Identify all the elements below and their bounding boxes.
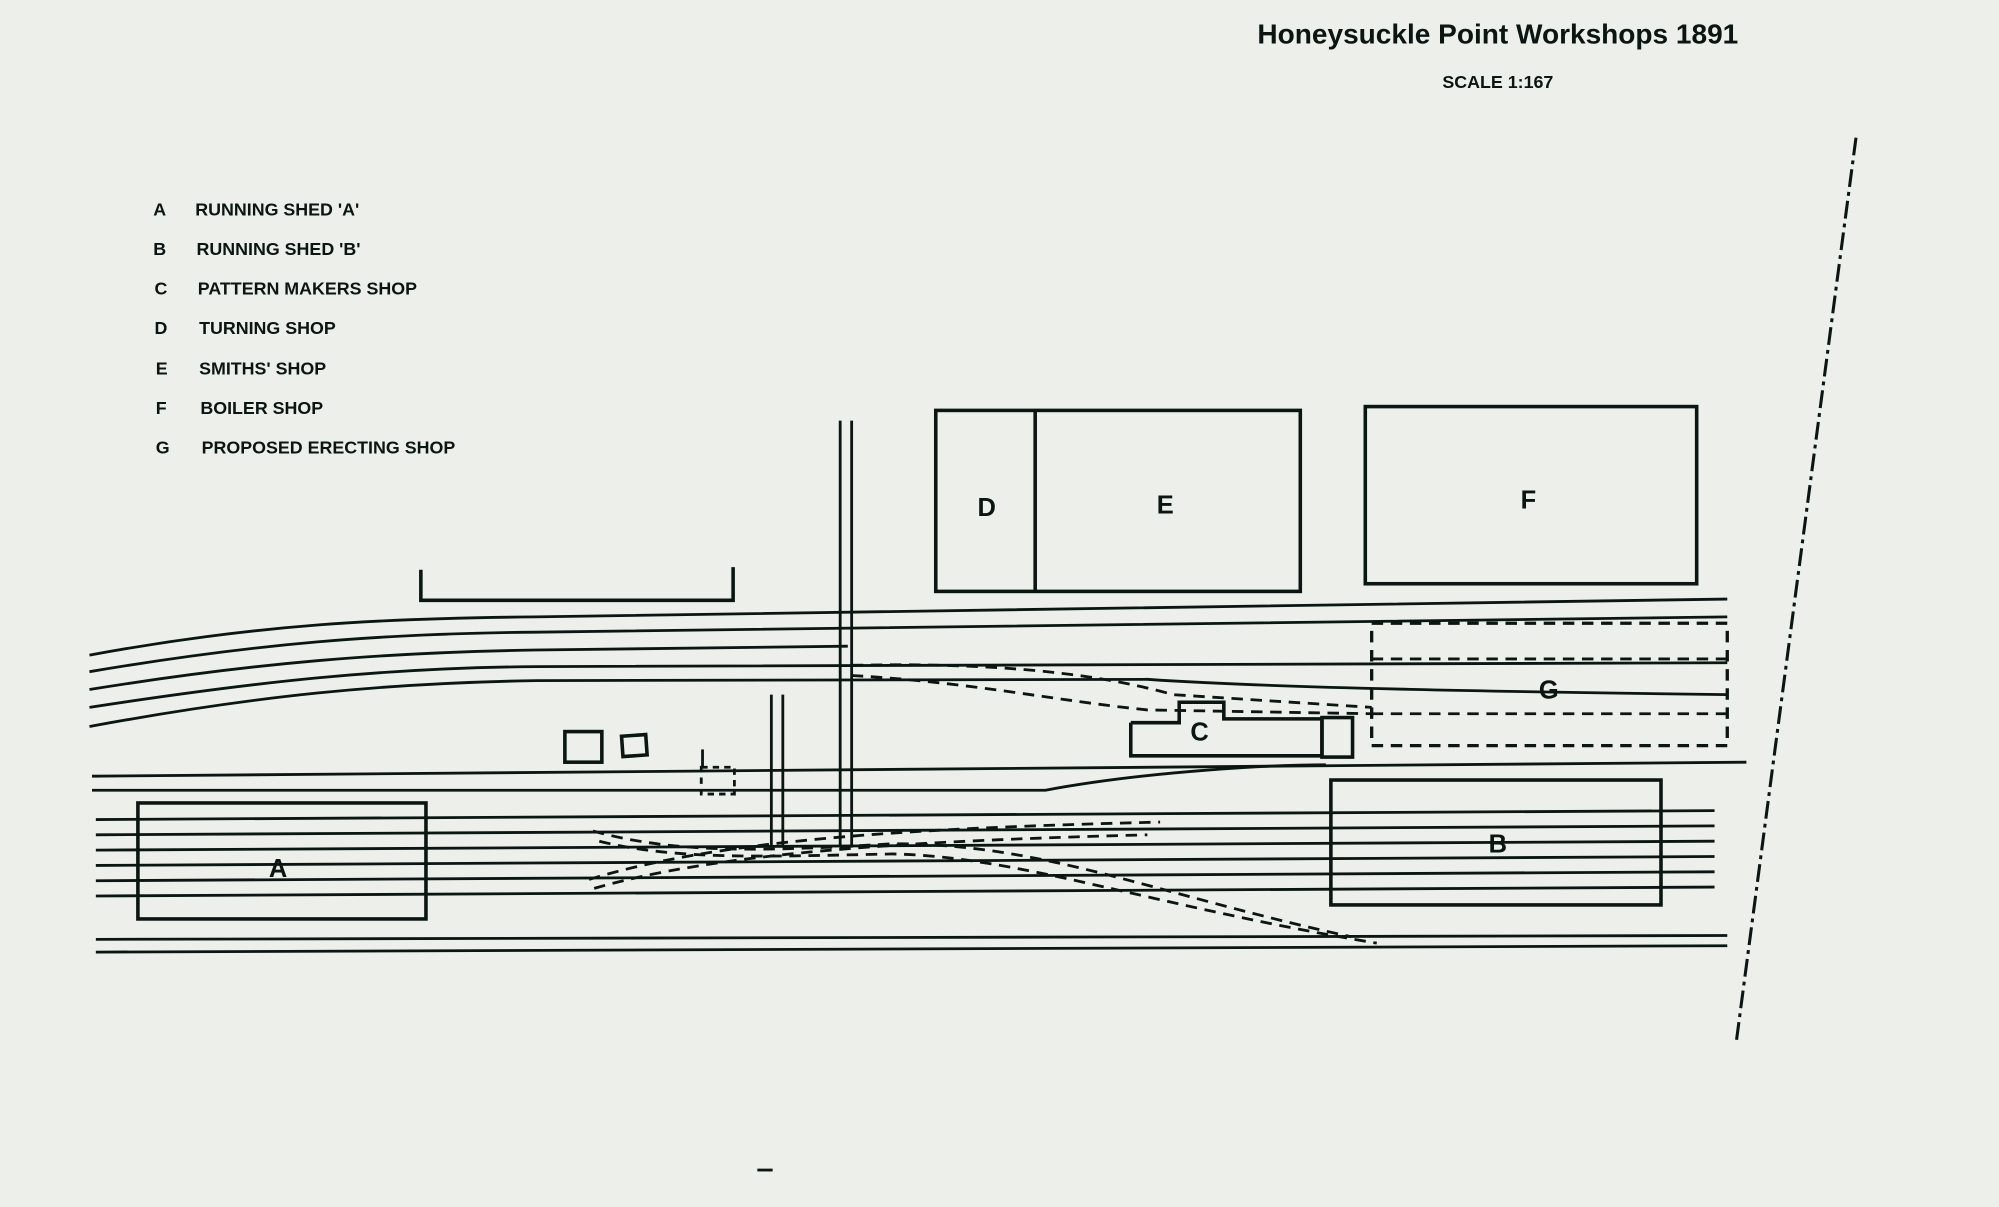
small-structures	[419, 567, 736, 796]
legend-label: RUNNING SHED 'A'	[195, 199, 359, 219]
legend-key: F	[156, 398, 167, 418]
building-a-label: A	[269, 855, 287, 883]
building-g-proposed: G	[1370, 621, 1729, 748]
building-d-e: D E	[933, 408, 1303, 594]
building-d-label: D	[978, 494, 996, 522]
legend-key: G	[156, 438, 170, 458]
legend-key: E	[156, 359, 168, 379]
building-g-label: G	[1539, 676, 1559, 704]
legend-key: B	[153, 239, 166, 259]
building-e-label: E	[1157, 492, 1174, 520]
legend-label: TURNING SHOP	[199, 318, 336, 338]
building-c-label: C	[1190, 719, 1208, 747]
legend-label: BOILER SHOP	[200, 398, 323, 418]
legend-label: SMITHS' SHOP	[199, 359, 326, 379]
legend-label: PROPOSED ERECTING SHOP	[202, 438, 456, 458]
building-c: C	[1128, 700, 1355, 759]
plan-scale: SCALE 1:167	[1442, 72, 1553, 92]
tracks	[89, 420, 1747, 954]
legend-key: D	[154, 318, 167, 338]
legend-key: C	[154, 278, 167, 298]
building-f: F	[1363, 404, 1699, 586]
legend: A RUNNING SHED 'A' B RUNNING SHED 'B' C …	[153, 199, 455, 457]
legend-label: RUNNING SHED 'B'	[197, 239, 361, 259]
building-f-label: F	[1521, 487, 1537, 515]
building-a: A	[136, 801, 428, 921]
legend-label: PATTERN MAKERS SHOP	[198, 278, 417, 298]
building-b-label: B	[1489, 831, 1507, 859]
legend-key: A	[153, 199, 166, 219]
plan-title: Honeysuckle Point Workshops 1891	[1257, 18, 1738, 49]
boundary-line	[1734, 137, 1858, 1043]
